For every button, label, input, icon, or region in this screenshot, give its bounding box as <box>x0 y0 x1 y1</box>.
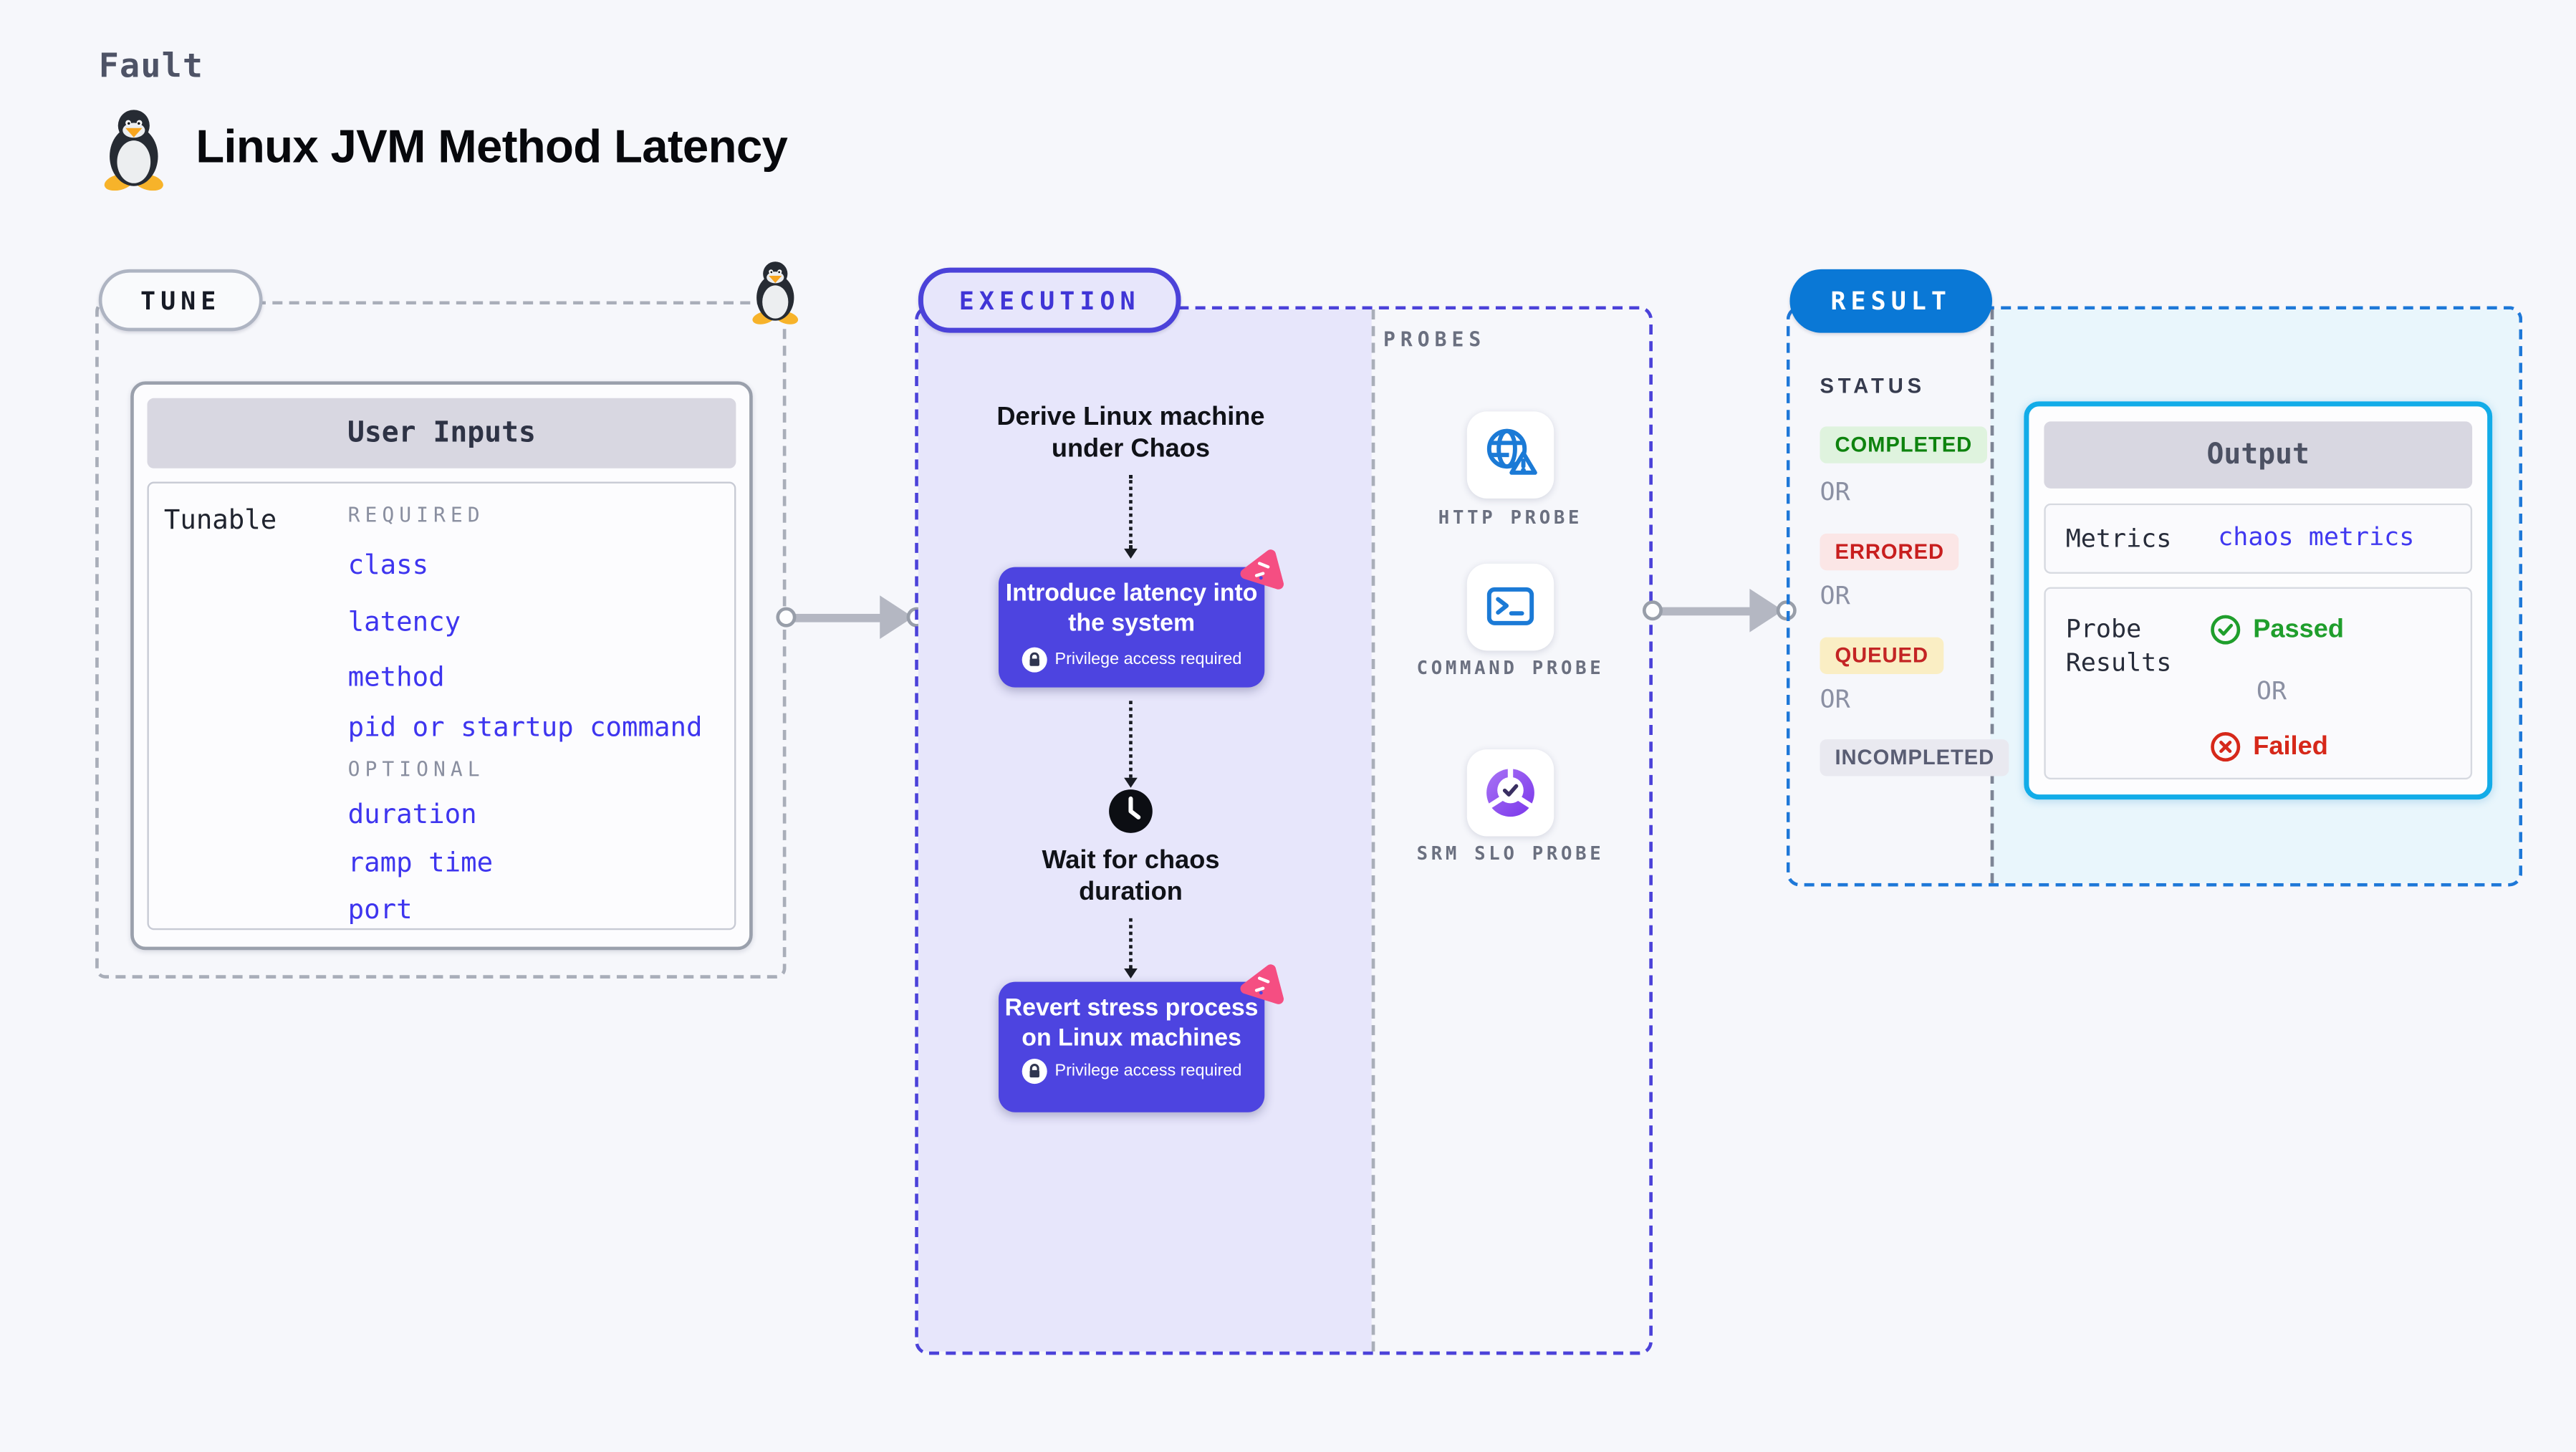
tune-to-execution-arrow <box>776 595 927 639</box>
http-probe-card <box>1466 411 1554 499</box>
chaos-fault-icon <box>1240 964 1284 1004</box>
page-title: Linux JVM Method Latency <box>196 120 788 173</box>
arrow-start-node <box>1642 600 1663 621</box>
chaos-fault-icon <box>1240 549 1284 590</box>
status-column-label: STATUS <box>1820 375 1926 398</box>
execution-zone-background <box>918 309 1372 1352</box>
arrow-line <box>792 612 883 622</box>
wait-clock-icon <box>1109 789 1153 833</box>
http-probe-label: HTTP PROBE <box>1438 506 1583 529</box>
execution-section-box <box>915 306 1653 1355</box>
status-badge-errored: ERRORED <box>1820 533 1960 571</box>
fault-kicker: Fault <box>98 45 204 86</box>
globe-alert-icon <box>1486 428 1537 475</box>
status-badge-completed: COMPLETED <box>1820 426 1988 463</box>
slo-donut-icon <box>1486 766 1534 817</box>
wait-duration-step: Wait for chaos duration <box>1042 846 1220 907</box>
required-group-label: REQUIRED <box>347 503 485 527</box>
linux-tux-icon <box>100 107 167 191</box>
tunable-link-class[interactable]: class <box>347 548 429 581</box>
status-badge-incompleted: INCOMPLETED <box>1820 739 2010 777</box>
action-title: Introduce latency into the system <box>1005 580 1258 637</box>
execution-to-result-arrow <box>1642 588 1797 633</box>
flow-connector <box>1124 475 1138 559</box>
status-output-divider <box>1990 309 1994 883</box>
failed-result: Failed <box>2210 731 2328 762</box>
lock-icon <box>1021 1059 1047 1085</box>
user-inputs-title: User Inputs <box>147 398 736 468</box>
metrics-label: Metrics <box>2065 523 2172 554</box>
lock-icon <box>1021 647 1047 673</box>
tune-section-box <box>95 301 787 979</box>
or-separator: OR <box>1820 684 1850 715</box>
or-separator: OR <box>1820 476 1850 507</box>
tunable-link-method[interactable]: method <box>347 660 445 693</box>
arrow-line <box>1659 606 1754 615</box>
probe-results-label: Probe Results <box>2065 613 2172 678</box>
x-circle-icon <box>2211 732 2241 762</box>
or-separator: OR <box>2256 675 2287 706</box>
tunable-link-latency[interactable]: latency <box>347 605 461 638</box>
revert-stress-card: Revert stress process on Linux machines … <box>998 964 1284 1112</box>
derive-machine-step: Derive Linux machine under Chaos <box>996 403 1265 463</box>
arrow-start-node <box>776 607 797 628</box>
output-card: Output Metrics chaos metrics Probe Resul… <box>2024 401 2493 800</box>
metrics-row: Metrics chaos metrics <box>2044 503 2473 574</box>
command-probe-label: COMMAND PROBE <box>1416 657 1605 680</box>
flow-connector <box>1124 701 1138 788</box>
privilege-note: Privilege access required <box>1054 1062 1242 1081</box>
or-separator: OR <box>1820 580 1850 611</box>
tunable-row-label: Tunable <box>163 503 277 536</box>
execution-probes-divider <box>1371 309 1375 1352</box>
user-inputs-card: User Inputs Tunable REQUIRED class laten… <box>130 381 753 951</box>
action-title: Revert stress process on Linux machines <box>1004 995 1259 1052</box>
introduce-latency-card: Introduce latency into the system Privil… <box>998 549 1284 688</box>
probe-results-row: Probe Results Passed OR Failed <box>2044 587 2473 780</box>
probes-zone-label: PROBES <box>1383 327 1486 352</box>
status-badge-queued: QUEUED <box>1820 637 1944 675</box>
tune-section-label: TUNE <box>98 269 263 332</box>
tunable-link-ramp-time[interactable]: ramp time <box>347 846 494 878</box>
command-probe-card <box>1466 563 1554 651</box>
chaos-metrics-link[interactable]: chaos metrics <box>2218 521 2415 552</box>
tunable-link-duration[interactable]: duration <box>347 797 477 830</box>
output-title: Output <box>2044 421 2473 489</box>
passed-label: Passed <box>2253 615 2345 643</box>
tunable-link-port[interactable]: port <box>347 893 413 925</box>
execution-section-label: EXECUTION <box>918 267 1181 333</box>
result-section-label: RESULT <box>1789 269 1992 333</box>
srm-slo-probe-label: SRM SLO PROBE <box>1416 842 1605 865</box>
srm-slo-probe-card <box>1466 749 1554 837</box>
tunables-table: Tunable REQUIRED class latency method pi… <box>147 481 736 931</box>
optional-group-label: OPTIONAL <box>347 757 485 782</box>
check-circle-icon <box>2211 615 2241 645</box>
terminal-icon <box>1486 587 1534 625</box>
flow-connector <box>1124 918 1138 979</box>
tunable-link-pid-or-startup-command[interactable]: pid or startup command <box>347 711 703 743</box>
passed-result: Passed <box>2210 614 2344 645</box>
failed-label: Failed <box>2253 731 2328 761</box>
linux-tux-icon <box>749 259 801 324</box>
privilege-note: Privilege access required <box>1054 650 1242 669</box>
